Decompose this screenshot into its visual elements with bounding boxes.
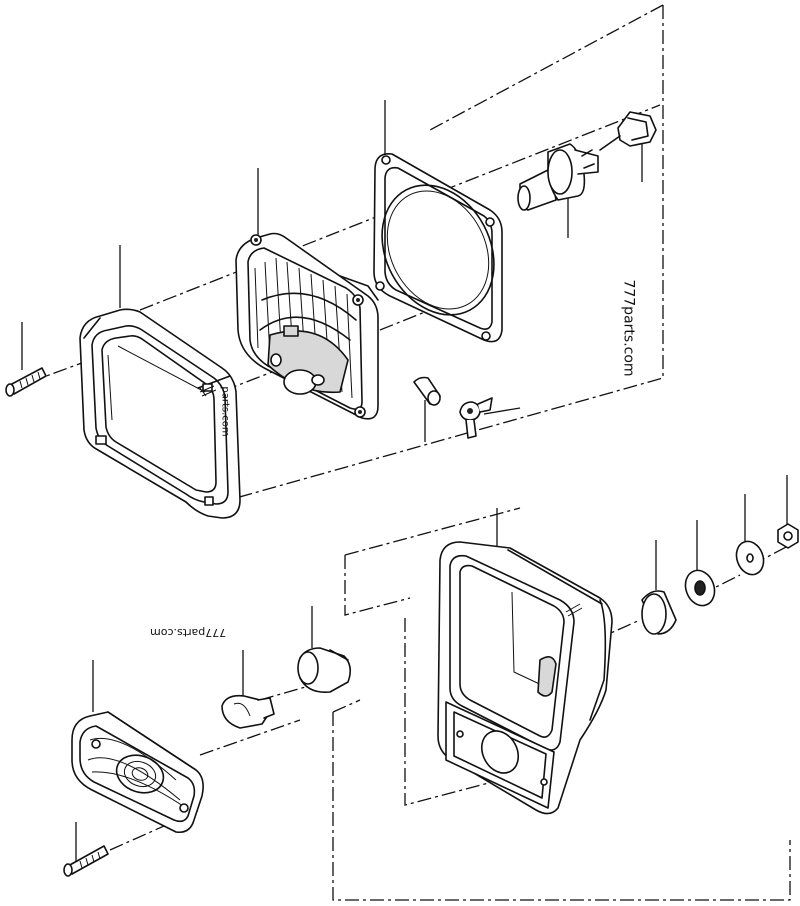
headlamp-outer-frame [79, 308, 241, 519]
headlamp-connector [599, 111, 657, 151]
watermark-center: 777parts.com [150, 626, 227, 639]
watermark-small: parts.com [219, 386, 231, 437]
tail-lamp-housing [437, 541, 613, 815]
tail-lamp-lens [71, 711, 204, 834]
lower-screw [63, 845, 109, 877]
headlamp-bulb-socket [517, 143, 599, 211]
tail-lamp-bulb [221, 647, 352, 729]
upper-screw [5, 367, 47, 397]
headlamp-gasket [373, 152, 503, 343]
tail-lamp-hardware [641, 523, 799, 635]
adjuster-parts [413, 376, 493, 439]
leader-lines [21, 100, 788, 862]
headlamp-reflector-unit [235, 232, 379, 420]
watermark-right: 777parts.com [620, 279, 637, 377]
